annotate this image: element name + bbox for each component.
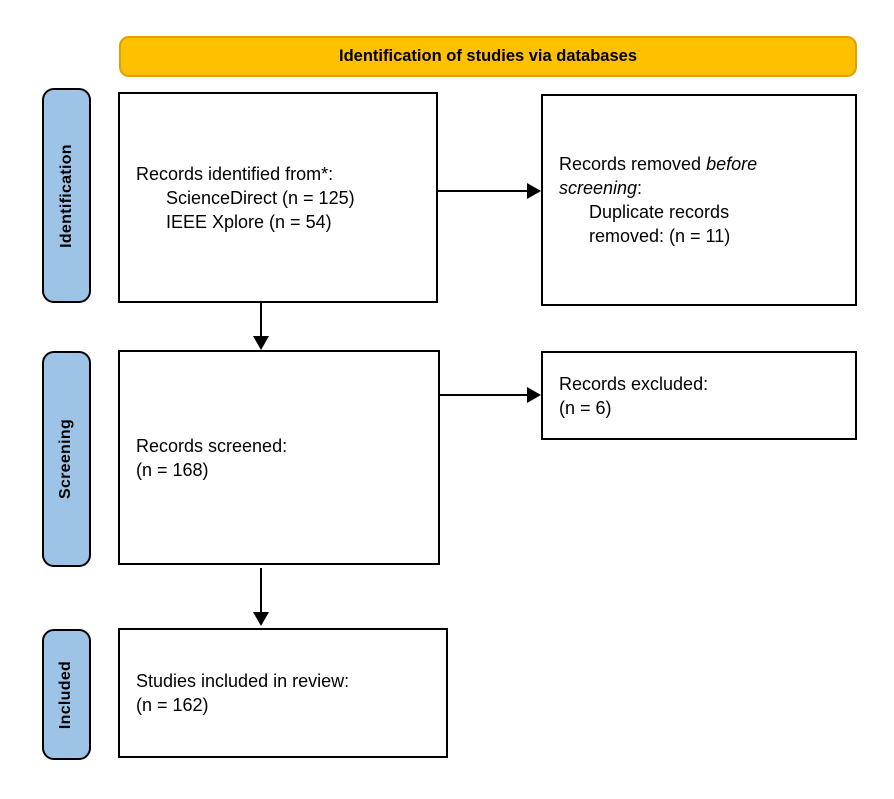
box-records-screened: Records screened: (n = 168) bbox=[118, 350, 440, 565]
arrow-screened-to-excluded-head-icon bbox=[527, 387, 541, 403]
stage-label-screening-text: Screening bbox=[57, 418, 75, 500]
stage-label-included-text: Included bbox=[57, 660, 75, 729]
box-text-line: Records identified from*: bbox=[136, 163, 334, 184]
arrow-identified-to-screened-head-icon bbox=[253, 336, 269, 350]
stage-label-identification-text: Identification bbox=[57, 143, 75, 248]
stage-label-identification: Identification bbox=[42, 88, 91, 303]
banner: Identification of studies via databases bbox=[119, 36, 857, 77]
box-text-line: Records removed before bbox=[559, 154, 758, 174]
box-text-line: Records excluded: bbox=[559, 373, 709, 394]
box-studies-included: Studies included in review: (n = 162) bbox=[118, 628, 448, 758]
box-text-line: Duplicate records bbox=[589, 202, 730, 222]
box-text-line: Records screened: bbox=[136, 435, 288, 456]
stage-label-included: Included bbox=[42, 629, 91, 760]
box-text-line: screening: bbox=[559, 178, 643, 198]
arrow-identified-to-removed-line bbox=[438, 190, 528, 192]
box-records-excluded: Records excluded: (n = 6) bbox=[541, 351, 857, 440]
arrow-screened-to-included-head-icon bbox=[253, 612, 269, 626]
box-text-line: (n = 168) bbox=[136, 459, 209, 480]
box-records-identified: Records identified from*: ScienceDirect (… bbox=[118, 92, 438, 303]
box-text-line: (n = 162) bbox=[136, 695, 209, 715]
banner-title: Identification of studies via databases bbox=[339, 47, 637, 65]
stage-label-screening: Screening bbox=[42, 351, 91, 567]
arrow-screened-to-excluded-line bbox=[440, 394, 528, 396]
arrow-screened-to-included-line bbox=[260, 568, 262, 613]
box-text-line: (n = 6) bbox=[559, 397, 612, 418]
box-text-line: Studies included in review: bbox=[136, 671, 350, 691]
arrow-identified-to-removed-head-icon bbox=[527, 183, 541, 199]
arrow-identified-to-screened-line bbox=[260, 303, 262, 337]
box-text-line: ScienceDirect (n = 125) bbox=[166, 187, 355, 208]
box-records-removed-before-screening: Records removed before screening: Duplicat… bbox=[541, 94, 857, 306]
box-text-line: removed: (n = 11) bbox=[589, 226, 731, 246]
box-text-line: IEEE Xplore (n = 54) bbox=[166, 211, 332, 232]
